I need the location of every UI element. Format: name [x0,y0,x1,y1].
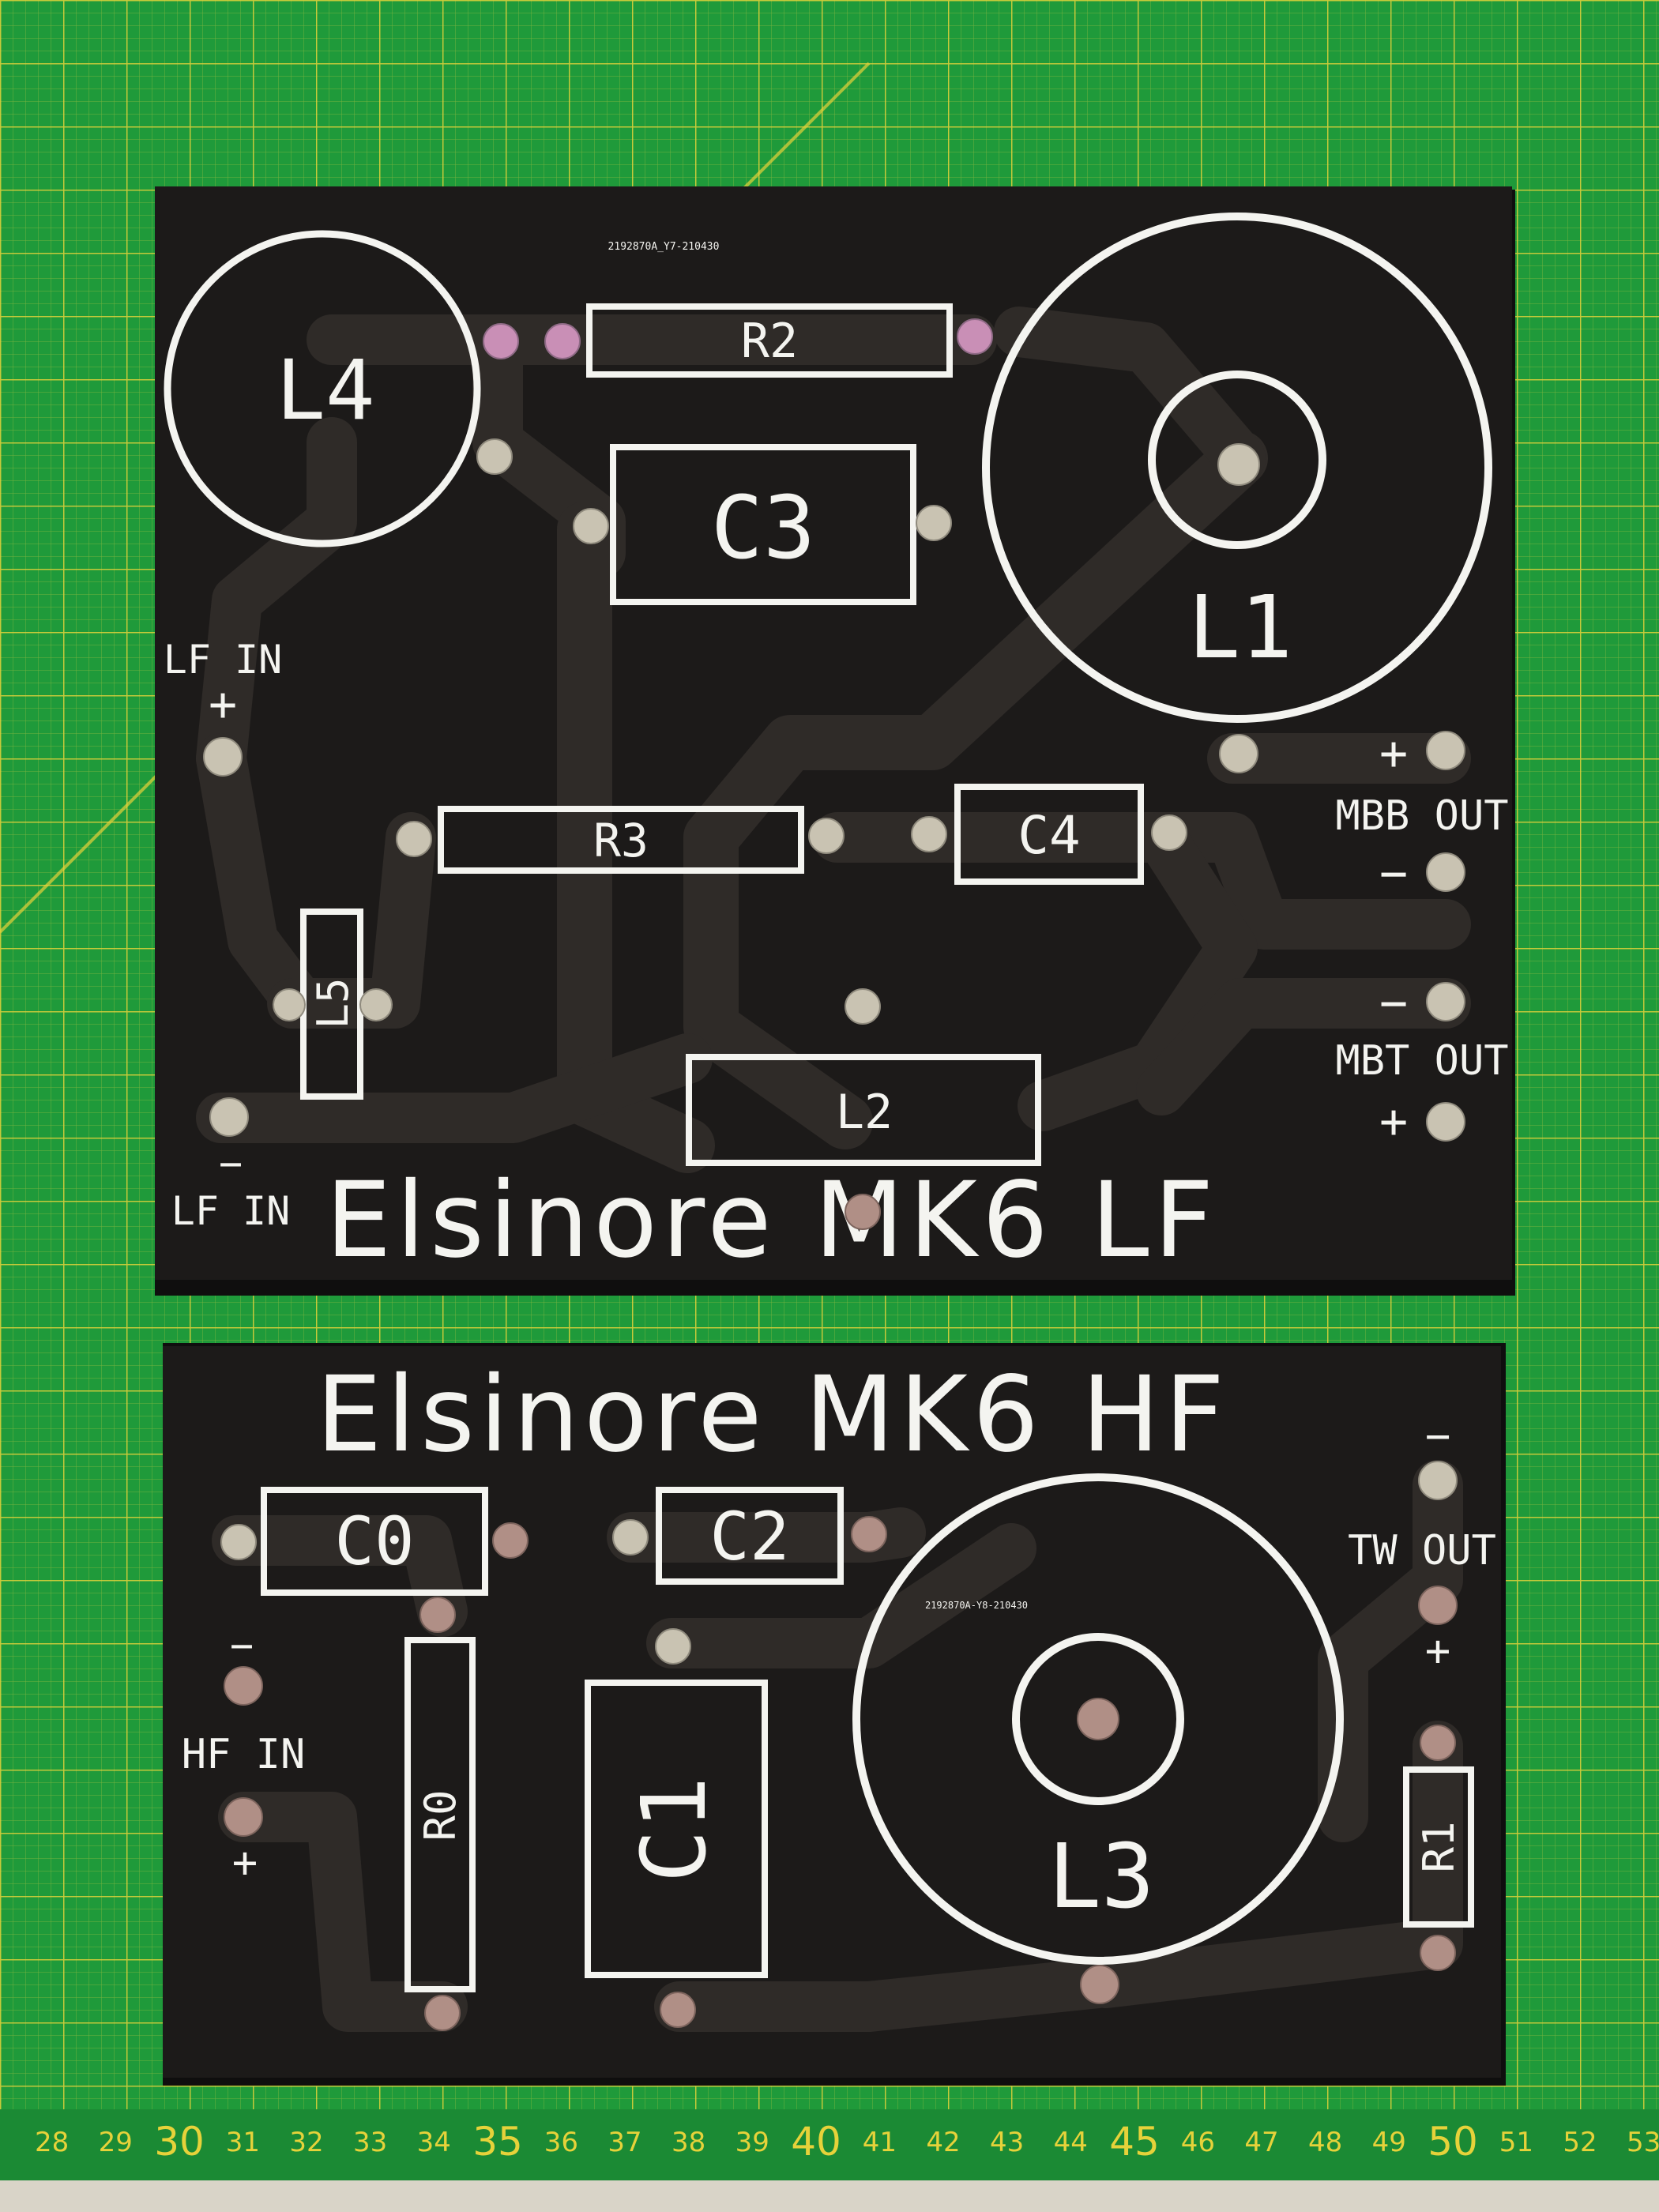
ruler-label: 50 [1428,2119,1478,2165]
r2-outline [586,303,953,378]
c0-outline [261,1487,488,1596]
ruler-label: 35 [472,2119,523,2165]
mbt-minus-sign: − [1379,976,1408,1031]
ruler-label: 49 [1371,2127,1406,2158]
ruler-label: 30 [154,2119,205,2165]
r0-outline [404,1637,476,1992]
l1-outer-outline [982,213,1492,723]
hf-serial: 2192870A-Y8-210430 [925,1600,1028,1611]
c3-label: C3 [711,477,815,578]
r0-label: R0 [416,1789,465,1841]
ruler-labels: 28 29 30 31 32 33 34 35 36 37 38 39 40 41 42 43 44 45 46 47… [0,2117,1659,2180]
r3-outline [438,806,804,874]
c1-outline [585,1680,768,1978]
hf-in-label: HF IN [182,1731,306,1778]
lf-board: L4 R2 C3 L1 2192870A_Y7-210430 LF IN + R… [155,186,1515,1296]
c0-label: C0 [334,1503,414,1580]
l1-inner-outline [1148,371,1326,549]
ruler-label: 53 [1627,2127,1659,2158]
tw-minus-sign: − [1425,1411,1451,1461]
mbb-minus-sign: − [1379,846,1408,901]
l4-label: L4 [276,342,374,438]
ruler-label: 44 [1053,2127,1088,2158]
hf-plus-sign: + [232,1838,258,1887]
l3-inner-outline [1012,1633,1184,1805]
ruler-label: 37 [608,2127,642,2158]
hf-pads [220,1461,1458,2031]
l3-outer-outline [852,1473,1344,1965]
ruler-label: 34 [416,2127,451,2158]
l2-outline [686,1054,1041,1166]
c4-label: C4 [1018,805,1080,866]
l2-label: L2 [836,1085,893,1140]
tw-out-label: TW OUT [1348,1527,1496,1574]
c2-label: C2 [709,1498,789,1575]
c4-outline [954,784,1144,885]
ruler-label: 40 [791,2119,841,2165]
ruler-label: 51 [1499,2127,1534,2158]
lf-serial: 2192870A_Y7-210430 [608,241,720,253]
lf-in-top-sign: + [209,677,237,732]
lf-in-bottom-label: LF IN [171,1188,291,1234]
l5-label: L5 [308,977,358,1029]
ruler-strip [0,2109,1659,2180]
mbt-plus-sign: + [1379,1094,1408,1149]
r3-label: R3 [593,814,649,867]
hf-board-title: Elsinore MK6 HF [316,1354,1229,1476]
hf-minus-sign: − [230,1623,254,1668]
l4-outline [164,230,481,547]
ruler-label: 47 [1244,2127,1279,2158]
lf-board-title: Elsinore MK6 LF [325,1160,1218,1281]
ruler-label: 43 [990,2127,1025,2158]
tw-plus-sign: + [1425,1626,1451,1676]
l1-label: L1 [1188,577,1292,678]
mbt-out-label: MBT OUT [1335,1037,1508,1085]
ruler-label: 36 [544,2127,579,2158]
r1-label: R1 [1414,1821,1464,1872]
r1-outline [1403,1766,1474,1928]
ruler-label: 29 [98,2127,133,2158]
ruler-label: 39 [735,2127,769,2158]
lf-in-top-label: LF IN [164,637,283,683]
lf-in-bottom-sign: − [219,1141,243,1187]
c2-outline [656,1487,844,1585]
mbb-out-label: MBB OUT [1335,792,1508,840]
ruler-label: 45 [1109,2119,1160,2165]
l3-label: L3 [1048,1826,1155,1928]
ruler-label: 31 [225,2127,261,2158]
lf-pads [203,318,1465,1230]
lf-traces [196,307,1471,1173]
ruler-label: 42 [926,2127,961,2158]
c3-outline [610,444,916,605]
ruler-label: 52 [1563,2127,1597,2158]
ruler-label: 38 [672,2127,706,2158]
r2-label: R2 [741,314,798,369]
mat-edge [0,2180,1659,2212]
ruler-label: 46 [1180,2127,1216,2158]
ruler-label: 33 [353,2127,388,2158]
ruler-label: 48 [1308,2127,1343,2158]
mbb-plus-sign: + [1379,726,1408,781]
hf-board: Elsinore MK6 HF C0 C2 − TW OUT + − HF IN… [163,1343,1506,2086]
ruler-label: 32 [289,2127,324,2158]
ruler-label: 41 [862,2127,897,2158]
c1-label: C1 [623,1777,726,1883]
ruler-label: 28 [35,2127,70,2158]
